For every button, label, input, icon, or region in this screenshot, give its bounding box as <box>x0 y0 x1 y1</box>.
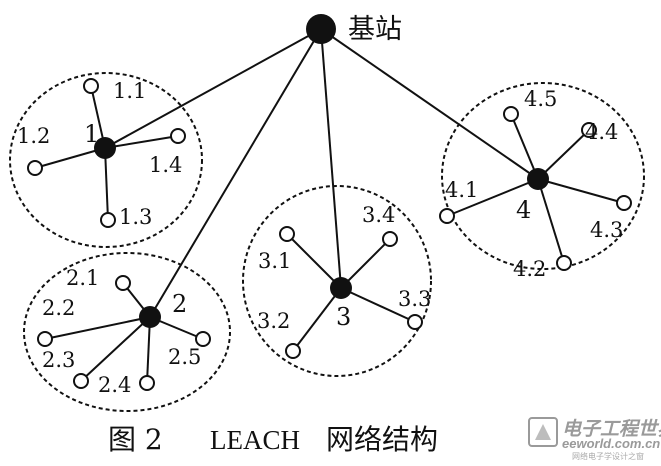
link-bs-head-1 <box>104 28 322 149</box>
cluster-3-boundary <box>242 185 432 377</box>
cluster-head-node-2 <box>139 306 161 328</box>
cluster-1-boundary <box>9 72 203 248</box>
member-label-4.2: 4.2 <box>513 257 546 281</box>
link-4-4.3 <box>537 178 625 204</box>
link-1-1.4 <box>104 135 179 149</box>
figure-number: 图 2 <box>108 423 163 456</box>
member-node-3.3 <box>407 314 423 330</box>
link-bs-head-4 <box>320 28 539 180</box>
cluster-head-label-3: 3 <box>336 303 351 331</box>
member-node-4.5 <box>503 106 519 122</box>
watermark-tagline: 网络电子学设计之窗 <box>572 451 644 461</box>
link-4-4.5 <box>510 113 539 180</box>
member-label-2.4: 2.4 <box>98 373 131 397</box>
member-node-1.2 <box>27 160 43 176</box>
member-label-3.3: 3.3 <box>398 287 431 311</box>
link-4-4.4 <box>537 129 590 180</box>
member-node-3.2 <box>285 343 301 359</box>
link-3-3.2 <box>292 287 342 352</box>
member-label-2.3: 2.3 <box>42 348 75 372</box>
base-station-node <box>306 14 336 44</box>
figure-title-en: LEACH <box>210 425 300 455</box>
cluster-2-boundary <box>23 252 231 412</box>
link-1-1.2 <box>34 147 106 169</box>
cluster-4-boundary <box>441 82 645 270</box>
link-2-2.4 <box>146 316 151 384</box>
member-node-1.4 <box>170 128 186 144</box>
member-label-3.1: 3.1 <box>258 249 291 273</box>
member-node-3.1 <box>279 226 295 242</box>
link-bs-head-2 <box>149 28 322 318</box>
member-node-4.4 <box>581 122 597 138</box>
member-node-2.3 <box>73 373 89 389</box>
cluster-head-node-1 <box>94 137 116 159</box>
member-label-3.4: 3.4 <box>362 203 395 227</box>
link-bs-head-3 <box>320 28 342 289</box>
eeworld-logo-icon <box>528 417 558 447</box>
cluster-head-label-2: 2 <box>172 290 187 318</box>
member-node-4.1 <box>439 208 455 224</box>
link-4-4.2 <box>537 178 565 264</box>
member-label-1.2: 1.2 <box>17 124 50 148</box>
link-2-2.3 <box>80 316 151 382</box>
member-label-4.4: 4.4 <box>585 120 618 144</box>
member-label-4.1: 4.1 <box>445 178 478 202</box>
member-node-3.4 <box>382 231 398 247</box>
figure-title-cn: 网络结构 <box>326 423 438 456</box>
member-label-1.4: 1.4 <box>149 153 182 177</box>
member-label-1.3: 1.3 <box>119 205 152 229</box>
member-label-3.2: 3.2 <box>257 309 290 333</box>
member-node-2.2 <box>37 331 53 347</box>
member-label-1.1: 1.1 <box>113 79 146 103</box>
watermark-brand-en: eeworld.com.cn <box>562 436 660 451</box>
link-2-2.2 <box>44 316 151 340</box>
cluster-head-node-4 <box>527 168 549 190</box>
link-3-3.1 <box>286 233 342 289</box>
base-station-label: 基站 <box>348 14 402 45</box>
member-label-2.2: 2.2 <box>42 296 75 320</box>
member-node-2.1 <box>115 275 131 291</box>
watermark-brand-cn: 电子工程世界 <box>562 418 661 440</box>
cluster-head-label-1: 1 <box>84 120 99 148</box>
link-3-3.4 <box>340 238 391 289</box>
member-node-1.1 <box>83 78 99 94</box>
member-node-1.3 <box>100 212 116 228</box>
cluster-head-node-3 <box>330 277 352 299</box>
member-node-2.4 <box>139 375 155 391</box>
member-label-4.3: 4.3 <box>590 218 623 242</box>
member-label-4.5: 4.5 <box>524 87 557 111</box>
link-1-1.3 <box>104 147 109 221</box>
member-node-4.3 <box>616 195 632 211</box>
member-node-4.2 <box>556 255 572 271</box>
member-label-2.1: 2.1 <box>66 266 99 290</box>
member-node-2.5 <box>195 331 211 347</box>
cluster-head-label-4: 4 <box>516 196 531 224</box>
link-4-4.1 <box>446 178 539 217</box>
member-label-2.5: 2.5 <box>168 345 201 369</box>
link-3-3.3 <box>340 287 416 323</box>
